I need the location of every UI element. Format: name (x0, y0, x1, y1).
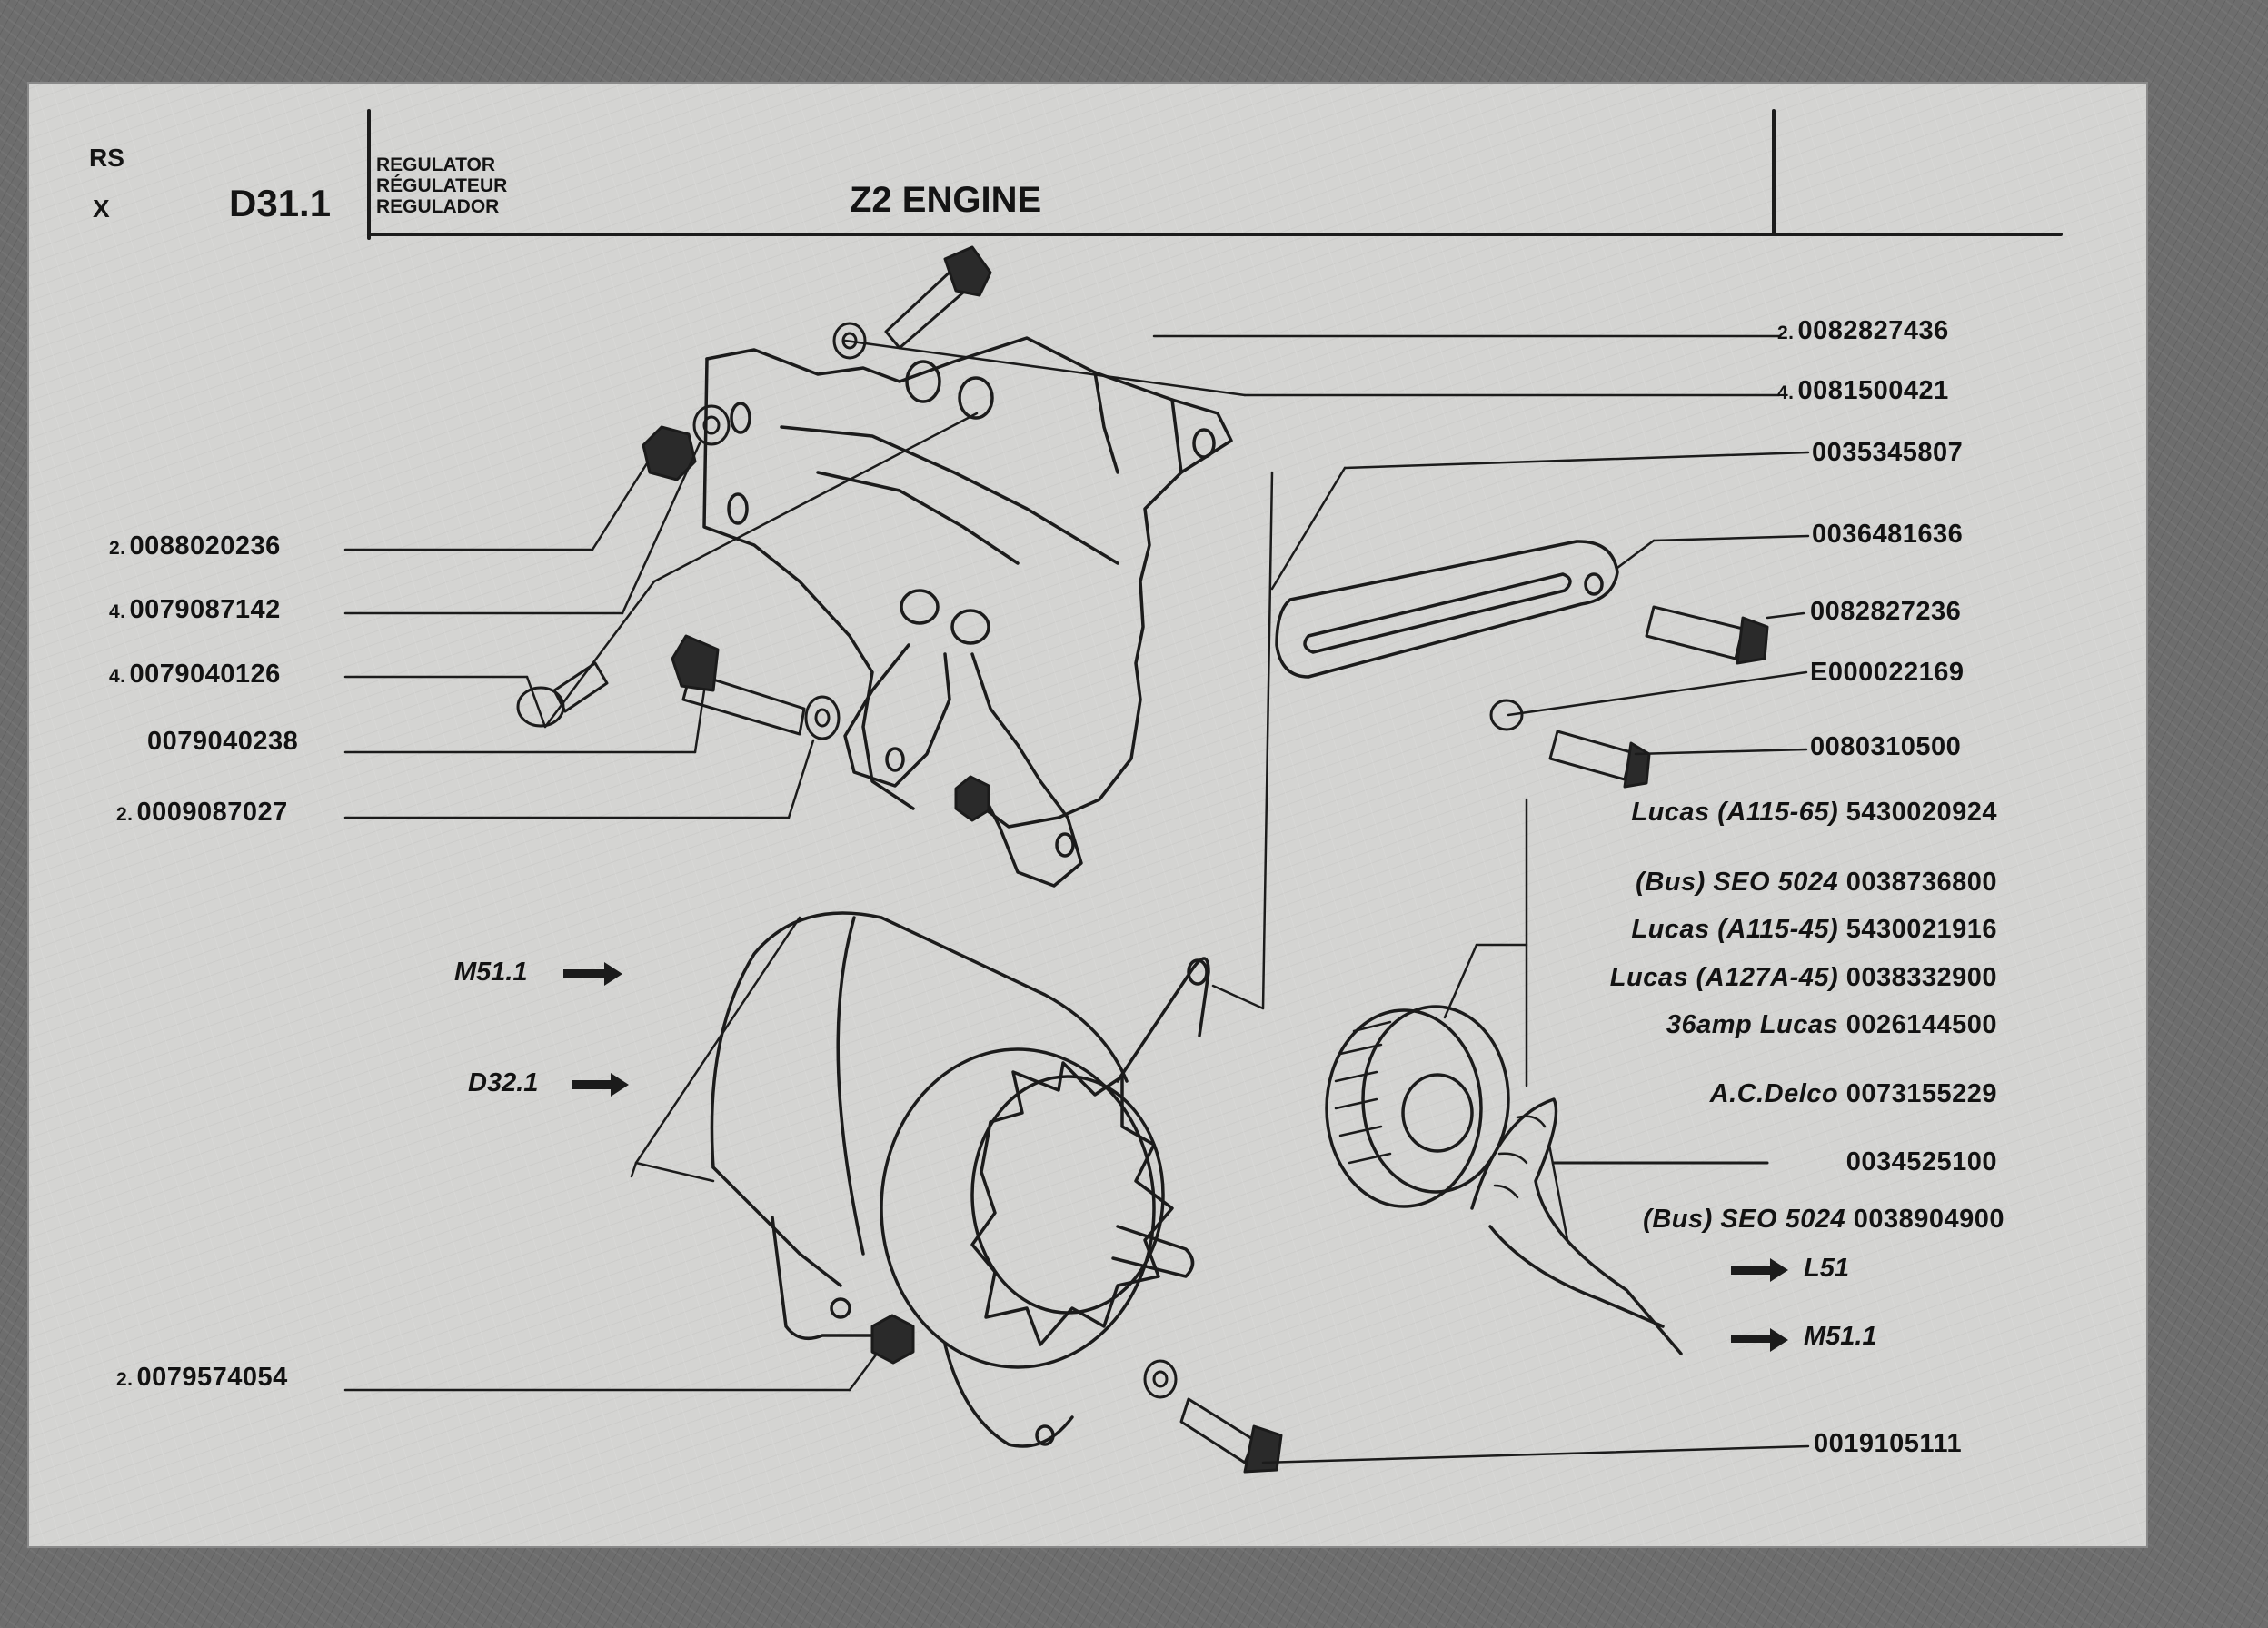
mounting-bracket-shape (702, 336, 1233, 888)
part-label-right-5: 0082827236 (1810, 597, 1962, 626)
component-name-en: REGULATOR (376, 154, 496, 175)
adjusting-strap-shape (1275, 540, 1619, 679)
cross-ref-m51-right[interactable]: M51.1 (1804, 1322, 1877, 1351)
alternator-variant-1: Lucas (A115-65) 5430020924 (1631, 798, 1997, 827)
part-label-left-5: 2.0009087027 (116, 798, 288, 827)
alternator-variant-8: (Bus) SEO 5024 0038904900 (1643, 1205, 2004, 1234)
alternator-shape (710, 911, 1210, 1448)
part-label-left-4: 0079040238 (147, 727, 299, 756)
pulley-shape (1325, 1005, 1510, 1208)
component-names: REGULATOR RÉGULATEUR REGULADOR (376, 154, 507, 217)
catalog-sheet (29, 84, 2146, 1546)
alternator-variant-4: Lucas (A127A-45) 0038332900 (1609, 963, 1997, 992)
leader-lines (343, 334, 1810, 1464)
cross-ref-d32[interactable]: D32.1 (468, 1068, 539, 1097)
alternator-variant-2: (Bus) SEO 5024 0038736800 (1636, 868, 1997, 897)
part-label-left-1: 2.0088020236 (109, 531, 281, 561)
part-label-right-8: 0019105111 (1814, 1429, 1963, 1458)
part-label-right-3: 0035345807 (1812, 438, 1964, 467)
cross-ref-arrows (563, 962, 1788, 1352)
page-title: Z2 ENGINE (850, 180, 1042, 220)
part-label-right-7: 0080310500 (1810, 732, 1962, 761)
part-label-left-2: 4.0079087142 (109, 595, 281, 624)
part-label-right-6: E000022169 (1810, 658, 1965, 687)
alternator-variant-6: A.C.Delco 0073155229 (1709, 1079, 1997, 1108)
part-label-right-1: 2.0082827436 (1777, 316, 1949, 345)
fasteners-shapes (516, 245, 1769, 1474)
cross-ref-m51-left[interactable]: M51.1 (454, 958, 528, 987)
header-rules (367, 109, 2063, 240)
part-label-right-4: 0036481636 (1812, 520, 1964, 549)
component-name-fr: RÉGULATEUR (376, 175, 508, 196)
alternator-variant-3: Lucas (A115-45) 5430021916 (1631, 915, 1997, 944)
cross-ref-l51[interactable]: L51 (1804, 1254, 1849, 1283)
alternator-variant-5: 36amp Lucas 0026144500 (1666, 1010, 1997, 1039)
section-code: D31.1 (229, 182, 332, 224)
alternator-variant-7: 0034525100 (1845, 1147, 1997, 1176)
component-name-es: REGULADOR (376, 196, 500, 217)
part-label-left-3: 4.0079040126 (109, 660, 281, 689)
part-label-left-6: 2.0079574054 (116, 1363, 288, 1392)
part-label-right-2: 4.0081500421 (1777, 376, 1949, 405)
fan-belt-shape (1470, 1097, 1683, 1355)
header-code-top: RS (89, 144, 124, 172)
header-code-bottom: X (93, 194, 110, 223)
